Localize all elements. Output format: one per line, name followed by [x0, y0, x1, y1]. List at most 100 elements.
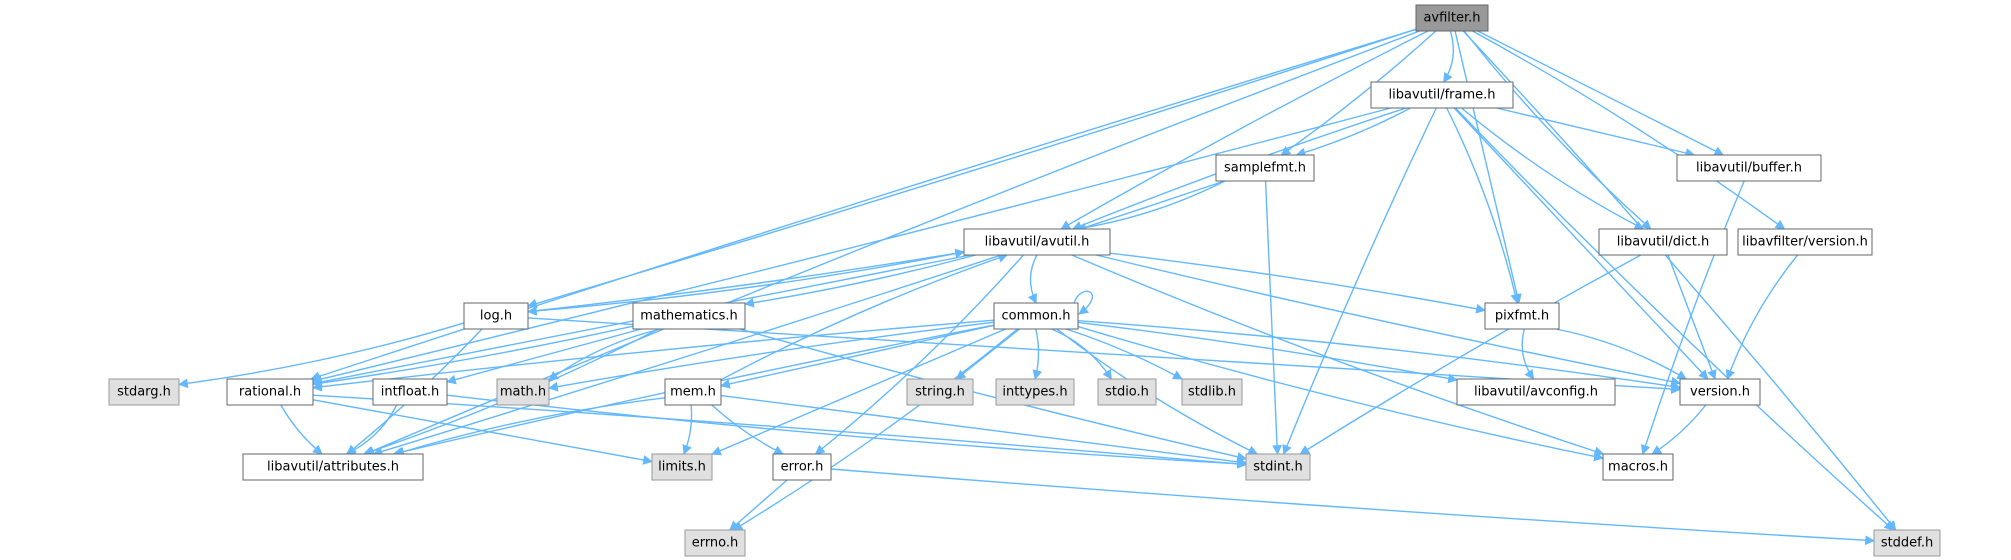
edge-mem_h-to-attributes_h	[394, 397, 666, 457]
edge-avutil_h-to-pixfmt_h	[1109, 252, 1486, 314]
edge-avutil_h-to-log_h	[527, 251, 965, 316]
node-stdint-h: stdint.h	[1245, 453, 1311, 481]
node-label: libavutil/buffer.h	[1696, 161, 1802, 176]
node-label: libavutil/avconfig.h	[1474, 385, 1598, 400]
node-box	[1602, 453, 1674, 481]
node-lavfi-version-h[interactable]: libavfilter/version.h	[1737, 228, 1873, 256]
node-label: libavutil/attributes.h	[267, 460, 399, 475]
node-buffer-h[interactable]: libavutil/buffer.h	[1676, 154, 1822, 182]
edge-mathematics_h-to-rational_h	[312, 325, 634, 388]
edge-buffer_h-to-macros_h	[1640, 180, 1745, 455]
node-macros-h[interactable]: macros.h	[1602, 453, 1674, 481]
edge-avfilter_h-to-lavfi_version_h	[1472, 30, 1786, 230]
node-stdlib-h: stdlib.h	[1181, 378, 1243, 406]
node-box	[1737, 228, 1873, 256]
node-label: stdint.h	[1253, 460, 1302, 475]
edge-log_h-to-stdarg_h	[178, 322, 465, 389]
node-box	[993, 302, 1079, 330]
edge-mathematics_h-to-math_h	[548, 328, 661, 381]
edge-common_h-to-string_h	[955, 328, 1021, 380]
edge-avfilter_h-to-dict_h	[1463, 30, 1652, 230]
node-label: mathematics.h	[640, 309, 738, 324]
node-error-h[interactable]: error.h	[772, 453, 832, 481]
node-mathematics-h[interactable]: mathematics.h	[632, 302, 746, 330]
edge-mem_h-to-error_h	[711, 404, 784, 455]
node-box	[226, 378, 314, 406]
node-mem-h[interactable]: mem.h	[664, 378, 722, 406]
node-label: libavfilter/version.h	[1742, 235, 1868, 250]
node-label: common.h	[1002, 309, 1071, 324]
node-inttypes-h: inttypes.h	[995, 378, 1075, 406]
node-label: libavutil/dict.h	[1617, 235, 1710, 250]
node-frame-h[interactable]: libavutil/frame.h	[1370, 81, 1514, 109]
node-avfilter-h[interactable]: avfilter.h	[1415, 4, 1489, 32]
node-stddef-h: stddef.h	[1873, 529, 1941, 557]
node-box	[772, 453, 832, 481]
node-common-h[interactable]: common.h	[993, 302, 1079, 330]
edge-avfilter_h-to-frame_h	[1443, 30, 1455, 83]
node-label: libavutil/avutil.h	[985, 235, 1090, 250]
node-label: stdio.h	[1105, 385, 1149, 400]
node-label: stdlib.h	[1188, 385, 1236, 400]
node-label: string.h	[915, 385, 965, 400]
node-box	[995, 378, 1075, 406]
edge-rational_h-to-stdint_h	[312, 394, 1247, 469]
node-box	[1215, 154, 1315, 182]
node-pixfmt-h[interactable]: pixfmt.h	[1484, 302, 1560, 330]
edge-common_h-to-stdlib_h	[1065, 328, 1183, 380]
node-box	[1598, 228, 1728, 256]
edge-rational_h-to-attributes_h	[280, 404, 323, 455]
node-dict-h[interactable]: libavutil/dict.h	[1598, 228, 1728, 256]
node-box	[963, 228, 1111, 256]
edge-frame_h-to-stdint_h	[1282, 107, 1437, 455]
edge-avutil_h-to-macros_h	[1071, 254, 1605, 456]
node-avutil-h[interactable]: libavutil/avutil.h	[963, 228, 1111, 256]
node-intfloat-h[interactable]: intfloat.h	[372, 378, 448, 406]
edge-common_h-to-inttypes_h	[1032, 328, 1043, 380]
edge-mathematics_h-to-stdint_h	[739, 328, 1247, 462]
edge-avutil_h-to-error_h	[814, 254, 1024, 455]
edge-avutil_h-to-common_h	[1027, 254, 1038, 304]
node-avconfig-h[interactable]: libavutil/avconfig.h	[1456, 378, 1616, 406]
node-label: intfloat.h	[381, 385, 440, 400]
node-label: macros.h	[1608, 460, 1668, 475]
node-label: math.h	[500, 385, 546, 400]
edge-frame_h-to-dict_h	[1461, 107, 1645, 230]
node-log-h[interactable]: log.h	[463, 302, 529, 330]
edge-common_h-to-math_h	[548, 321, 995, 392]
node-samplefmt-h[interactable]: samplefmt.h	[1215, 154, 1315, 182]
node-math-h: math.h	[496, 378, 550, 406]
node-label: rational.h	[239, 385, 301, 400]
node-limits-h: limits.h	[651, 453, 713, 481]
edge-avfilter_h-to-stddef_h	[1462, 30, 1897, 531]
edge-common_h-to-macros_h	[1077, 325, 1604, 462]
edge-dict_h-to-version_h	[1667, 254, 1717, 380]
edge-error_h-to-stddef_h	[830, 468, 1875, 546]
node-rational-h[interactable]: rational.h	[226, 378, 314, 406]
node-version-h[interactable]: version.h	[1679, 378, 1761, 406]
node-label: avfilter.h	[1423, 11, 1480, 26]
node-box	[242, 453, 424, 481]
node-box	[632, 302, 746, 330]
node-stdio-h: stdio.h	[1097, 378, 1157, 406]
node-box	[1456, 378, 1616, 406]
edge-frame_h-to-samplefmt_h	[1295, 107, 1411, 158]
node-label: errno.h	[692, 536, 739, 551]
edge-common_h-to-version_h	[1077, 319, 1681, 392]
node-attributes-h[interactable]: libavutil/attributes.h	[242, 453, 424, 481]
edge-common_h-to-mem_h	[720, 324, 995, 389]
node-label: samplefmt.h	[1224, 161, 1306, 176]
edge-frame_h-to-buffer_h	[1496, 107, 1696, 158]
edge-common_h-to-common_h	[1073, 290, 1093, 315]
edge-frame_h-to-stddef_h	[1454, 107, 1895, 531]
edge-pixfmt_h-to-avconfig_h	[1521, 328, 1535, 380]
edge-dict_h-to-stdint_h	[1299, 254, 1642, 455]
node-label: mem.h	[670, 385, 716, 400]
edge-mem_h-to-avutil_h	[720, 253, 1009, 381]
edge-common_h-to-rational_h	[312, 319, 995, 392]
node-label: libavutil/frame.h	[1389, 88, 1496, 103]
edge-avfilter_h-to-pixfmt_h	[1454, 30, 1522, 304]
node-box	[1484, 302, 1560, 330]
edge-avutil_h-to-mathematics_h	[744, 254, 977, 308]
edge-mem_h-to-stdint_h	[720, 394, 1247, 467]
